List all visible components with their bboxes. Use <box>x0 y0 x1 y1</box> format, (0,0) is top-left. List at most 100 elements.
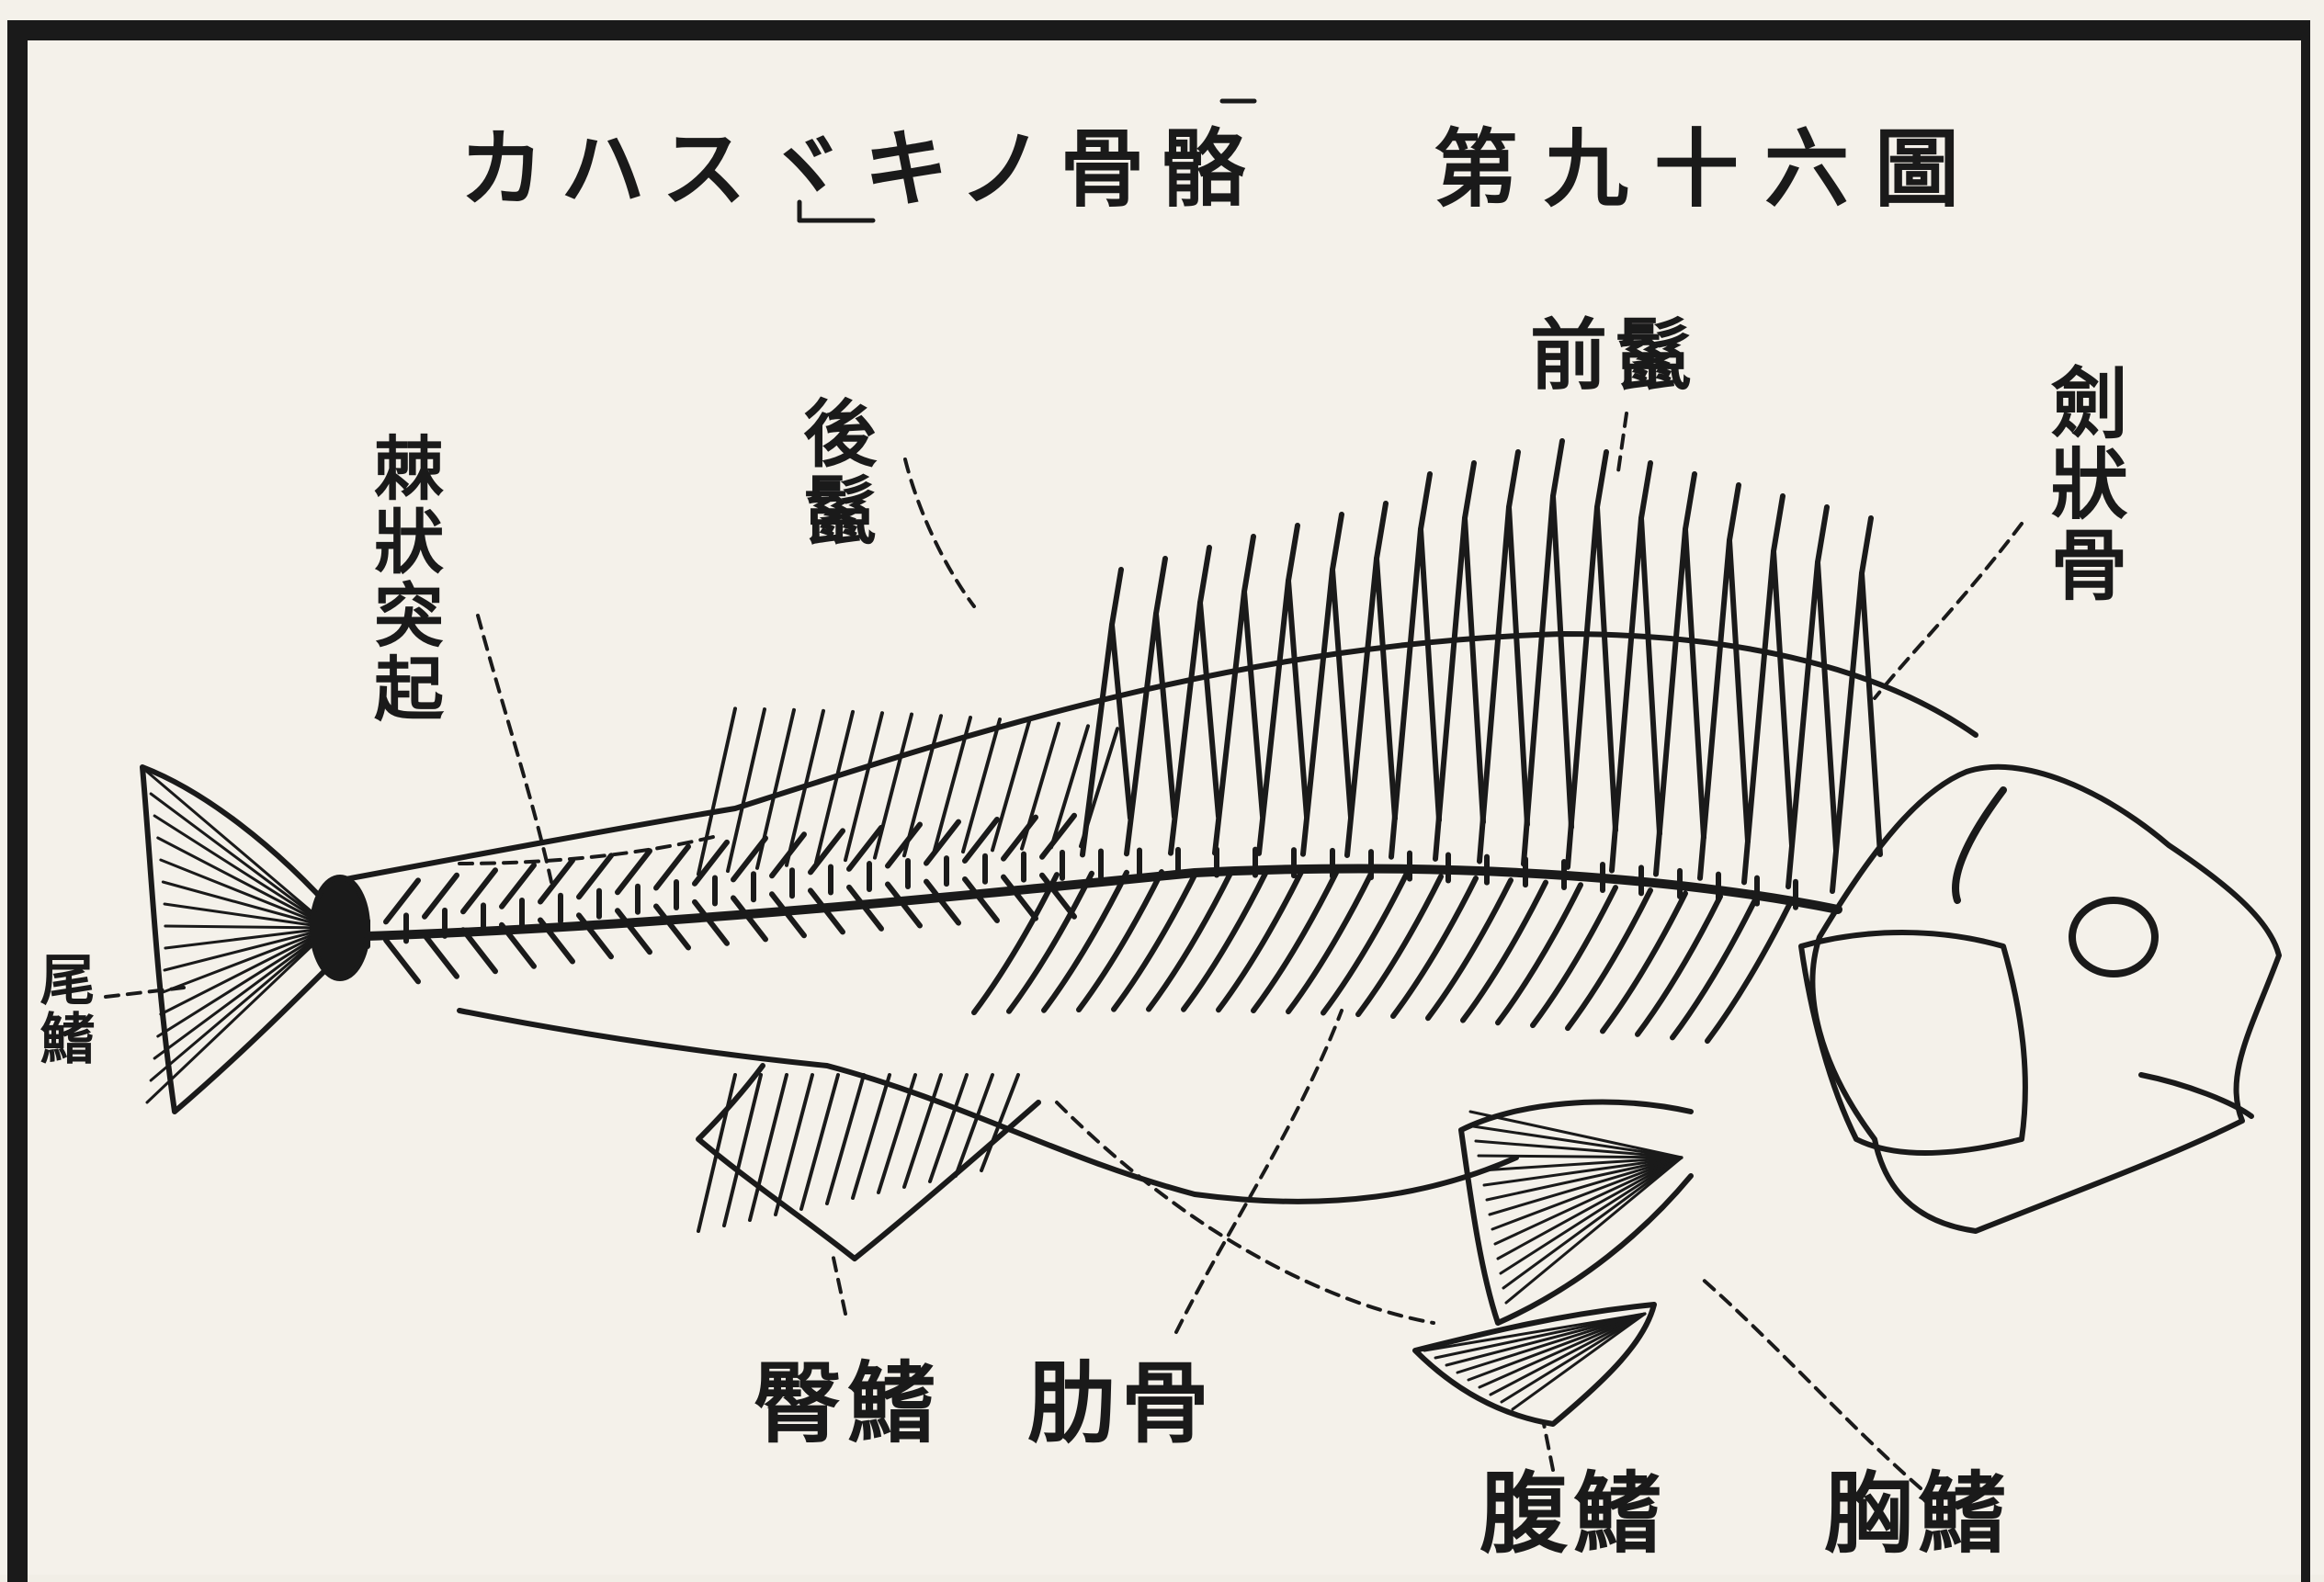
rib <box>1533 887 1615 1025</box>
pectoral-fin-rays <box>1470 1112 1682 1303</box>
dorsal-spine-tip <box>1377 503 1386 559</box>
figure-subject: カハスヾキノ骨骼 <box>459 127 1263 211</box>
leader-pectoral-fin <box>1700 1277 1921 1488</box>
dorsal-spine-tip <box>1332 514 1342 570</box>
caudal-ray <box>165 926 331 928</box>
dorsal-spine <box>1788 562 1836 887</box>
caudal-ray <box>161 860 331 928</box>
body-dorsal-outline <box>331 634 1976 882</box>
soft-ray <box>875 715 912 858</box>
leader-posterior-fin <box>905 459 974 606</box>
preopercle <box>1956 790 2003 900</box>
dorsal-spine <box>1347 559 1395 855</box>
rib <box>1568 890 1650 1028</box>
dorsal-spine-tip <box>1597 452 1606 507</box>
label-xiphoid-bone: 劍狀骨 <box>2045 363 2122 605</box>
head-outline <box>1813 767 2280 1231</box>
ventral-ray <box>1468 1314 1645 1380</box>
dorsal-spine-tip <box>1156 559 1165 614</box>
caudal-ray <box>154 816 331 928</box>
dorsal-spine-tip <box>1685 474 1695 529</box>
dorsal-spine <box>1127 614 1174 853</box>
caudal-base <box>312 877 368 978</box>
neural-spine <box>888 825 920 866</box>
caudal-ray <box>151 794 331 928</box>
anterior-dorsal-spines <box>1083 441 1880 891</box>
label-caudal-fin: 尾鰭 <box>35 951 90 1068</box>
haemal-spine <box>425 935 457 977</box>
haemal-spine <box>1003 877 1036 919</box>
leader-ribs <box>1176 1011 1342 1332</box>
pectoral-ray <box>1479 1156 1682 1158</box>
dorsal-spine <box>1568 507 1615 867</box>
ribs-group <box>974 872 1790 1042</box>
posterior-dorsal-rays <box>698 708 1117 874</box>
haemal-spine <box>965 879 997 921</box>
haemal-spine <box>618 910 650 952</box>
dorsal-spine-tip <box>1818 507 1827 562</box>
dorsal-spine-tip <box>1288 525 1298 581</box>
haemal-spine <box>695 902 727 944</box>
dorsal-spine <box>1700 540 1748 878</box>
dorsal-spine <box>1215 592 1263 853</box>
ventral-fin-rays <box>1424 1314 1645 1409</box>
label-pectoral-fin: 胸鰭 <box>1824 1470 2012 1558</box>
label-ribs: 肋骨 <box>1027 1360 1215 1448</box>
dorsal-spine-tip <box>1421 474 1430 529</box>
dorsal-spine <box>1479 507 1527 861</box>
soft-ray <box>698 708 735 874</box>
label-spinous-process: 棘狀突起 <box>368 432 437 606</box>
rib <box>1672 899 1755 1037</box>
dorsal-spine-tip <box>1641 463 1650 518</box>
leader-anal-fin <box>832 1249 845 1314</box>
caudal-ray <box>147 928 331 1102</box>
dorsal-spine <box>1656 529 1704 875</box>
dorsal-spine <box>1391 529 1439 857</box>
rib <box>1603 893 1685 1031</box>
dorsal-spine-tip <box>1553 441 1562 496</box>
dorsal-spine <box>1524 496 1571 864</box>
label-posterior-fin: 後鬣 <box>798 395 871 549</box>
dorsal-spine <box>1832 573 1880 891</box>
rib <box>1638 897 1720 1034</box>
dorsal-spine-tip <box>1244 537 1253 592</box>
dorsal-spine-tip <box>1200 548 1209 603</box>
neural-spine <box>618 851 650 892</box>
label-anal-fin: 臀鰭 <box>754 1360 941 1448</box>
dorsal-spine <box>1744 551 1792 882</box>
haemal-spine <box>463 930 495 971</box>
neural-spine <box>772 834 804 876</box>
figure-number: 第九十六圖 <box>1434 127 1985 211</box>
haemal-spine <box>656 906 688 947</box>
leader-xiphoid <box>1875 524 2022 698</box>
neural-spine <box>463 870 495 911</box>
haemal-spine <box>386 940 418 981</box>
soft-ray <box>963 719 1000 852</box>
dorsal-spine-tip <box>1509 452 1518 507</box>
dorsal-spine <box>1612 518 1660 871</box>
neural-spine <box>386 880 418 921</box>
rib <box>1707 903 1790 1041</box>
soft-ray <box>845 713 882 860</box>
anal-fin-outline <box>698 1066 1038 1259</box>
neural-spine <box>579 855 611 897</box>
label-ventral-fin: 腹鰭 <box>1479 1470 1667 1558</box>
caudal-ray <box>158 928 331 1036</box>
dorsal-spine-tip <box>1774 496 1783 551</box>
pectoral-ray <box>1498 1158 1682 1259</box>
neural-spine <box>656 846 688 887</box>
dorsal-spine <box>1171 603 1219 853</box>
anal-fin-rays <box>698 1075 1018 1231</box>
dorsal-spine-tip <box>1729 485 1739 540</box>
neural-spine <box>540 860 572 901</box>
leader-belly-dash <box>1057 1102 1434 1323</box>
gill-cover <box>1801 932 2025 1153</box>
label-anterior-fin: 前鬣 <box>1530 317 1699 394</box>
dorsal-spine-tip <box>1112 570 1121 625</box>
rib <box>1498 885 1581 1023</box>
neural-spine <box>1003 818 1036 859</box>
body-ventral-outline <box>459 1011 1516 1202</box>
neural-spine <box>425 876 457 917</box>
